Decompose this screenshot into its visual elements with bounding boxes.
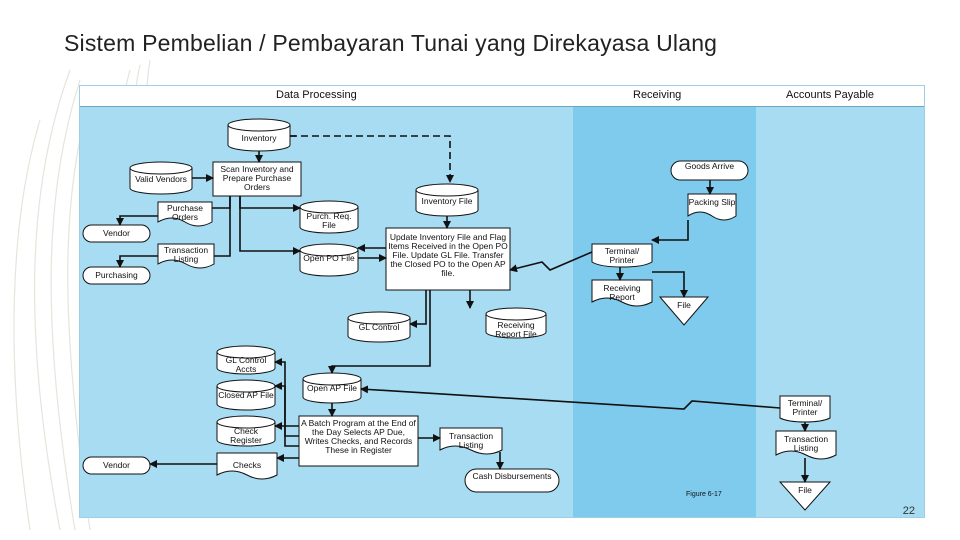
inventory-disk [227,118,291,152]
scan-inventory-label: Scan Inventory and Prepare Purchase Orde… [220,164,294,192]
file-2-label: File [798,485,812,495]
page-number: 22 [902,505,915,517]
header-divider [80,106,924,107]
terminal-printer-1-label: Terminal/ Printer [604,246,640,265]
transaction-listing-2-doc [439,427,503,455]
checks-doc [216,452,278,480]
packing-slip-doc [687,193,737,221]
inventory-label: Inventory [241,133,277,143]
vendor-2-label: Vendor [103,460,130,470]
valid-vendors-label: Valid Vendors [135,174,187,184]
gl-control-disk [347,311,411,343]
transaction-listing-1-doc [157,243,215,269]
purch-req-file-disk [299,200,359,234]
update-process-label: Update Inventory File and Flag Items Rec… [388,232,508,278]
transaction-listing-3-doc [775,430,837,460]
inventory-file-label: Inventory File [421,196,473,206]
scan-inventory-process [212,161,302,197]
dashed-flow-inventory [290,135,454,183]
receiving-report-label: Receiving Report [603,283,641,302]
column-header-receiving: Receiving [633,89,682,101]
vendor-1-label: Vendor [103,228,130,238]
receiving-report-file-label: Receiving Report File [495,320,537,339]
terminal-printer-2-label: Terminal/ Printer [787,398,823,417]
closed-ap-file-disk [216,379,276,411]
packing-slip-label: Packing Slip [688,197,736,207]
cash-disbursements-terminator [464,468,560,493]
receiving-report-doc [591,279,653,307]
open-ap-file-disk [302,372,362,404]
inventory-file-disk [415,183,479,217]
closed-ap-file-label: Closed AP File [218,390,274,400]
checks-label: Checks [232,460,262,470]
gl-control-accts-disk [216,345,276,375]
transaction-listing-1-label: Transaction Listing [163,245,209,264]
gl-control-accts-label: GL Control Accts [225,355,267,374]
batch-program-label: A Batch Program at the End of the Day Se… [301,418,416,455]
slide-title: Sistem Pembelian / Pembayaran Tunai yang… [64,30,718,56]
purchasing-label: Purchasing [95,270,138,280]
receiving-report-file-disk [485,307,547,339]
file-1-label: File [677,300,691,310]
flowchart-panel: Data Processing Receiving Accounts Payab… [79,85,925,518]
flowchart-shapes [82,118,837,511]
open-ap-file-label: Open AP File [307,383,357,393]
gl-control-label: GL Control [358,322,400,332]
transaction-listing-2-label: Transaction Listing [448,431,494,450]
column-header-data-processing: Data Processing [276,89,357,101]
open-po-file-disk [299,243,359,277]
batch-program-process [298,415,419,467]
valid-vendors-disk [129,161,193,195]
swimlane-header: Data Processing Receiving Accounts Payab… [80,86,924,106]
check-register-label: Check Register [230,426,262,445]
column-header-accounts-payable: Accounts Payable [786,89,875,101]
goods-arrive-label: Goods Arrive [684,161,735,171]
terminal-printer-1 [591,243,653,268]
figure-caption: Figure 6-17 [686,491,722,498]
cash-disbursements-label: Cash Disbursements [472,471,552,481]
transaction-listing-3-label: Transaction Listing [783,434,829,453]
check-register-disk [216,415,276,447]
purchase-orders-label: Purchase Orders [167,203,203,222]
purch-req-file-label: Purch. Req. File [306,211,352,230]
purchase-orders-doc [157,201,213,227]
open-po-file-label: Open PO File [303,253,355,263]
